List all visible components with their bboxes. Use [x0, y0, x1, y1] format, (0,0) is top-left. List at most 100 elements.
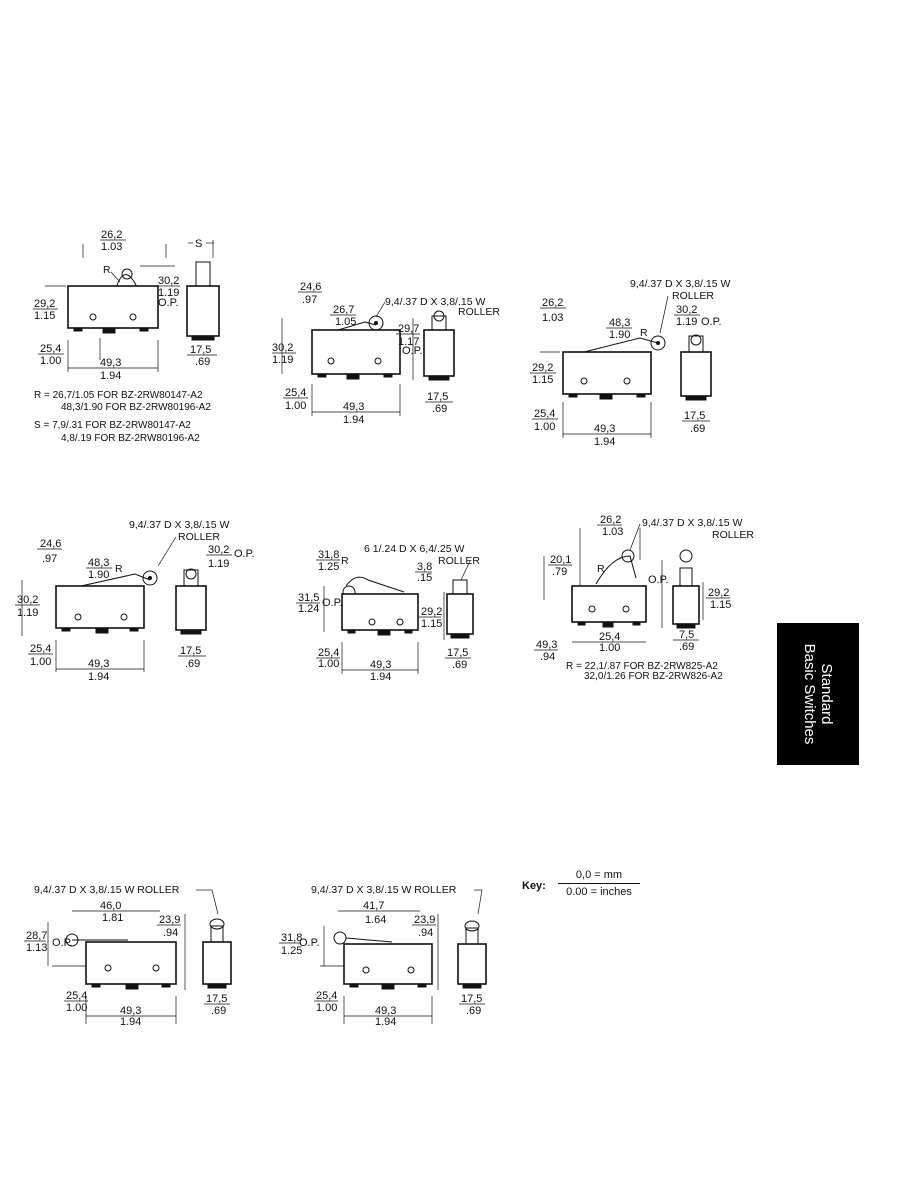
d1-dim-e-mm: 49,3	[100, 357, 121, 369]
d7-dim-b-in: .94	[163, 927, 178, 939]
d3-dim-g-in: .69	[690, 423, 705, 435]
d4-dim-e-in: 1.00	[30, 656, 51, 668]
d2-switch-body	[311, 329, 401, 375]
d5-dim-f-in: 1.94	[370, 671, 391, 683]
d1-dim-e-in: 1.94	[100, 370, 121, 382]
d2-dim-f-mm: 49,3	[343, 401, 364, 413]
d1-dim-b-in: 1.19	[158, 287, 179, 299]
d1-note-r1: R = 26,7/1.05 FOR BZ-2RW80147-A2	[34, 390, 203, 401]
d5-r-label: R	[341, 555, 349, 567]
d4-roller-1: 9,4/.37 D X 3,8/.15 W	[129, 519, 229, 531]
d6-note-2: 32,0/1.26 FOR BZ-2RW826-A2	[584, 671, 723, 682]
d3-dim-a-in: 1.03	[542, 312, 563, 324]
drawing-6-roller-switch: 26,2 1.03 9,4/.37 D X 3,8/.15 W ROLLER 2…	[534, 514, 754, 682]
d3-roller	[650, 335, 666, 351]
d4-switch-body	[55, 585, 145, 629]
d4-dim-g-in: .69	[185, 658, 200, 670]
key-inches: 0.00 = inches	[566, 886, 632, 898]
d8-side-view	[457, 943, 487, 985]
d2-dim-c-mm: 29,7	[398, 323, 419, 335]
drawing-2-roller-lever-switch: 24,6 .97 26,7 1.05 9,4/.37 D X 3,8/.15 W…	[272, 281, 500, 426]
d6-dim-e-mm: 25,4	[599, 631, 620, 643]
d8-roller	[333, 931, 347, 945]
d3-dim-d-mm: 29,2	[532, 362, 553, 374]
d5-dim-g-mm: 17,5	[447, 647, 468, 659]
d7-dim-e-mm: 49,3	[120, 1005, 141, 1017]
d8-dim-a-in: 1.64	[365, 914, 386, 926]
d7-dim-d-mm: 25,4	[66, 990, 87, 1002]
drawing-1-lever-switch: 26,2 1.03 R S 30,2 1.19 O.P. 29,2 1.15 2…	[33, 229, 220, 444]
d7-dim-c-in: 1.13	[26, 942, 47, 954]
d2-dim-b-mm: 26,7	[333, 304, 354, 316]
d8-lever	[345, 937, 393, 943]
d8-op-label: O.P.	[299, 937, 320, 949]
d5-op-label: O.P.	[322, 597, 343, 609]
d8-dim-a-mm: 41,7	[363, 900, 384, 912]
d3-lever	[567, 337, 659, 357]
d5-dim-e-in: 1.00	[318, 658, 339, 670]
d5-dim-e-mm: 25,4	[318, 647, 339, 659]
d2-dim-a-in: .97	[302, 294, 317, 306]
d5-dim-g-in: .69	[452, 659, 467, 671]
d5-dim-a-mm: 31,8	[318, 549, 339, 561]
d8-roller-label: 9,4/.37 D X 3,8/.15 W ROLLER	[311, 884, 457, 896]
d1-dim-d-in: 1.00	[40, 355, 61, 367]
d5-side-view	[446, 593, 474, 635]
d5-dim-b-mm: 3,8	[417, 561, 432, 573]
d7-op-label: O.P.	[52, 937, 73, 949]
d3-dim-c-in: 1.19	[676, 316, 697, 328]
d8-dim-e-mm: 49,3	[375, 1005, 396, 1017]
d1-op-label: O.P.	[158, 297, 179, 309]
d7-dim-d-in: 1.00	[66, 1002, 87, 1014]
d4-dim-b-in: 1.90	[88, 569, 109, 581]
d4-dim-f-mm: 49,3	[88, 658, 109, 670]
d2-dim-d-mm: 30,2	[272, 342, 293, 354]
d3-dim-f-in: 1.94	[594, 436, 615, 448]
d5-dim-c-in: 1.24	[298, 603, 319, 615]
d1-dim-f-mm: 17,5	[190, 344, 211, 356]
d3-dim-a-mm: 26,2	[542, 297, 563, 309]
d7-dim-c-mm: 28,7	[26, 930, 47, 942]
d1-dim-d-mm: 25,4	[40, 343, 61, 355]
d6-dim-d-mm: 49,3	[536, 639, 557, 651]
d1-dim-c-mm: 29,2	[34, 298, 55, 310]
d4-dim-a-mm: 24,6	[40, 538, 61, 550]
d8-dim-f-in: .69	[466, 1005, 481, 1017]
d2-dim-d-in: 1.19	[272, 354, 293, 366]
d8-dim-e-in: 1.94	[375, 1016, 396, 1028]
d4-op-label: O.P.	[234, 548, 255, 560]
d6-dim-b-in: .79	[552, 566, 567, 578]
d2-roller-2: ROLLER	[458, 306, 500, 318]
d4-dim-g-mm: 17,5	[180, 645, 201, 657]
d1-dim-a-mm: 26,2	[101, 229, 122, 241]
d4-dim-b-mm: 48,3	[88, 557, 109, 569]
d2-dim-c-in: 1.17	[398, 336, 419, 348]
d7-switch-body	[85, 941, 177, 985]
d8-dim-c-mm: 31,8	[281, 932, 302, 944]
d2-dim-e-mm: 25,4	[285, 387, 306, 399]
d1-dim-a-in: 1.03	[101, 241, 122, 253]
d6-dim-f-in: .69	[679, 641, 694, 653]
key-label: Key:	[522, 880, 546, 892]
d5-dim-b-in: .15	[417, 572, 432, 584]
d4-roller-2: ROLLER	[178, 531, 220, 543]
d1-dim-f-in: .69	[195, 356, 210, 368]
d6-dim-a-mm: 26,2	[600, 514, 621, 526]
d7-dim-a-in: 1.81	[102, 912, 123, 924]
d4-side-view	[175, 585, 207, 631]
d6-dim-f-mm: 7,5	[679, 629, 694, 641]
d7-dim-f-mm: 17,5	[206, 993, 227, 1005]
d4-dim-a-in: .97	[42, 553, 57, 565]
d2-dim-a-mm: 24,6	[300, 281, 321, 293]
d1-dim-c-in: 1.15	[34, 310, 55, 322]
d3-dim-e-in: 1.00	[534, 421, 555, 433]
d3-dim-g-mm: 17,5	[684, 410, 705, 422]
d2-dim-b-in: 1.05	[335, 316, 356, 328]
d4-r-label: R	[115, 563, 123, 575]
d5-roller-2: ROLLER	[438, 555, 480, 567]
d6-r-label: R	[597, 563, 605, 575]
d3-dim-f-mm: 49,3	[594, 423, 615, 435]
d3-dim-b-in: 1.90	[609, 329, 630, 341]
section-side-tab: Standard Basic Switches	[777, 623, 859, 765]
